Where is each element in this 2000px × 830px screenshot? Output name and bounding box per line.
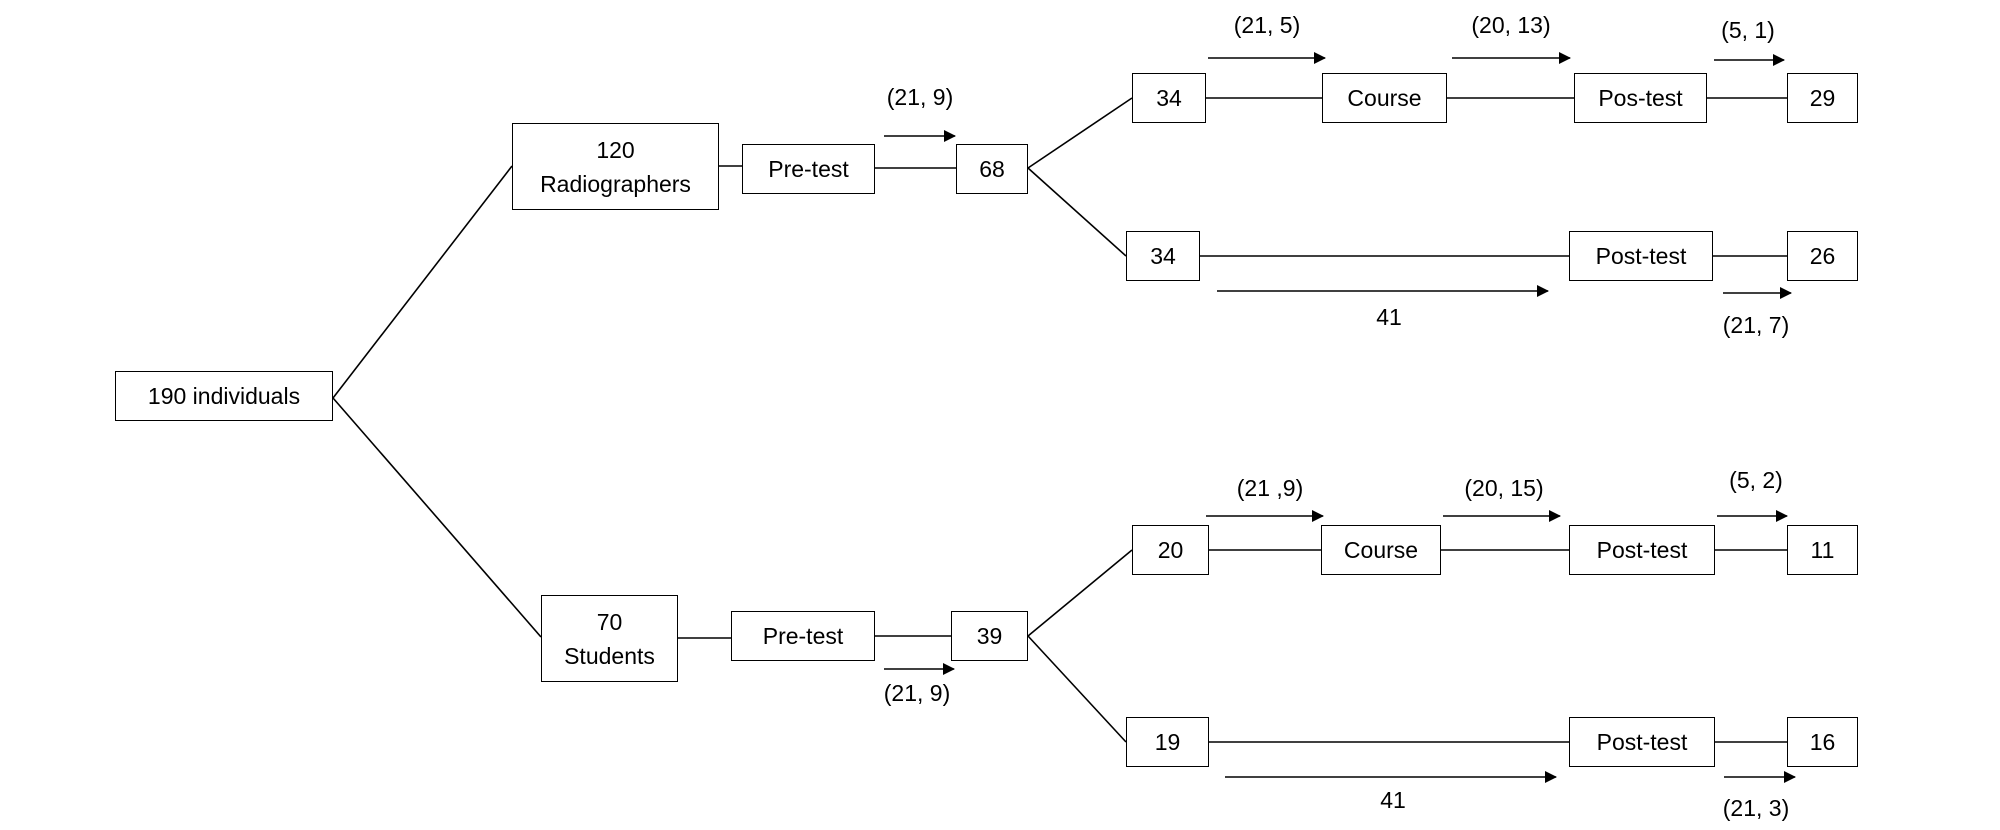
radiographers-name: Radiographers	[540, 170, 691, 197]
students-posttest-course-node: Post-test	[1569, 525, 1715, 575]
radiographers-course-node: Course	[1322, 73, 1447, 123]
radiographers-course-arrow3-label: (5, 1)	[1721, 17, 1775, 43]
connector-68-course-branch	[1027, 97, 1133, 169]
students-course-branch-start-node: 20	[1132, 525, 1209, 575]
radiographers-direct-branch-end-count: 26	[1809, 243, 1836, 269]
radiographers-pretest-node: Pre-test	[742, 144, 875, 194]
radiographers-course-branch-start-count: 34	[1156, 85, 1182, 111]
radiographers-direct-branch-start-node: 34	[1126, 231, 1200, 281]
radiographers-after-pretest-count: 68	[979, 156, 1005, 182]
connector-root-students	[332, 397, 542, 638]
students-posttest-direct-label: Post-test	[1596, 729, 1688, 755]
students-course-node: Course	[1321, 525, 1441, 575]
connector-39-direct-branch	[1027, 635, 1127, 743]
radiographers-course-branch-end-node: 29	[1787, 73, 1858, 123]
students-pretest-node: Pre-test	[731, 611, 875, 661]
connector-39-course-branch	[1027, 549, 1133, 637]
students-after-pretest-node: 39	[951, 611, 1028, 661]
students-direct-end-arrow-label: (21, 3)	[1722, 795, 1790, 821]
students-count: 70	[596, 608, 623, 635]
radiographers-postest-node: Pos-test	[1574, 73, 1707, 123]
students-course-arrow1-label: (21 ,9)	[1236, 475, 1304, 501]
radiographers-after-pretest-node: 68	[956, 144, 1028, 194]
radiographers-postest-label: Pos-test	[1598, 85, 1683, 111]
students-course-label: Course	[1343, 537, 1419, 563]
radiographers-posttest-node: Post-test	[1569, 231, 1713, 281]
students-course-branch-end-count: 11	[1810, 537, 1835, 563]
connector-root-radiographers	[332, 165, 513, 399]
radiographers-direct-arrow-label: 41	[1376, 304, 1402, 330]
students-direct-branch-start-node: 19	[1126, 717, 1209, 767]
radiographers-direct-end-arrow-label: (21, 7)	[1722, 312, 1790, 338]
radiographers-node: 120 Radiographers	[512, 123, 719, 210]
students-name: Students	[564, 642, 655, 669]
students-course-arrow2-label: (20, 15)	[1464, 475, 1544, 501]
students-direct-branch-start-count: 19	[1154, 729, 1181, 755]
root-label: 190 individuals	[147, 383, 301, 409]
students-posttest-direct-node: Post-test	[1569, 717, 1715, 767]
students-node: 70 Students	[541, 595, 678, 682]
radiographers-course-label: Course	[1347, 85, 1422, 111]
radiographers-posttest-label: Post-test	[1595, 243, 1687, 269]
students-direct-arrow-label: 41	[1380, 787, 1406, 813]
students-pretest-arrow-label: (21, 9)	[883, 680, 951, 706]
root-node: 190 individuals	[115, 371, 333, 421]
students-direct-branch-end-node: 16	[1787, 717, 1858, 767]
radiographers-course-branch-end-count: 29	[1809, 85, 1836, 111]
radiographers-course-arrow2-label: (20, 13)	[1471, 12, 1551, 38]
students-course-arrow3-label: (5, 2)	[1729, 467, 1783, 493]
radiographers-direct-branch-end-node: 26	[1787, 231, 1858, 281]
radiographers-count: 120	[596, 136, 635, 163]
students-course-branch-end-node: 11	[1787, 525, 1858, 575]
students-posttest-course-label: Post-test	[1596, 537, 1688, 563]
students-direct-branch-end-count: 16	[1809, 729, 1836, 755]
radiographers-pretest-arrow-label: (21, 9)	[886, 84, 954, 110]
radiographers-pretest-label: Pre-test	[768, 156, 849, 182]
students-pretest-label: Pre-test	[762, 623, 844, 649]
radiographers-course-arrow1-label: (21, 5)	[1233, 12, 1301, 38]
radiographers-direct-branch-start-count: 34	[1150, 243, 1176, 269]
radiographers-course-branch-start-node: 34	[1132, 73, 1206, 123]
students-after-pretest-count: 39	[976, 623, 1003, 649]
connector-68-direct-branch	[1027, 167, 1127, 257]
students-course-branch-start-count: 20	[1157, 537, 1184, 563]
